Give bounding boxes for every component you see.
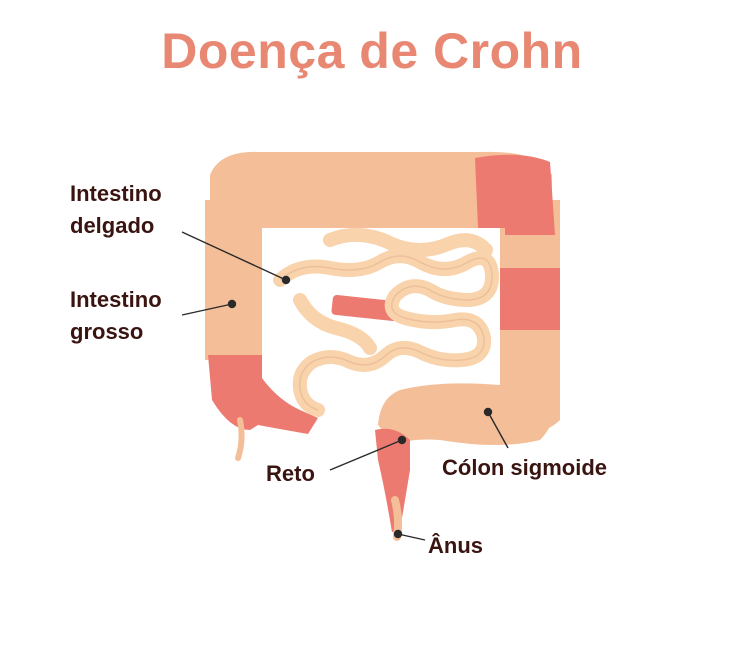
label-small-intestine: Intestino delgado (70, 181, 162, 238)
label-sigmoid-colon: Cólon sigmoide (442, 455, 607, 480)
label-anus: Ânus (428, 533, 483, 558)
appendix-shape (235, 417, 245, 461)
page-title: Doença de Crohn (161, 23, 583, 79)
inflamed-regions (208, 154, 560, 532)
label-rectum: Reto (266, 461, 315, 486)
label-large-intestine: Intestino grosso (70, 287, 162, 344)
leader-lines (181, 231, 509, 541)
